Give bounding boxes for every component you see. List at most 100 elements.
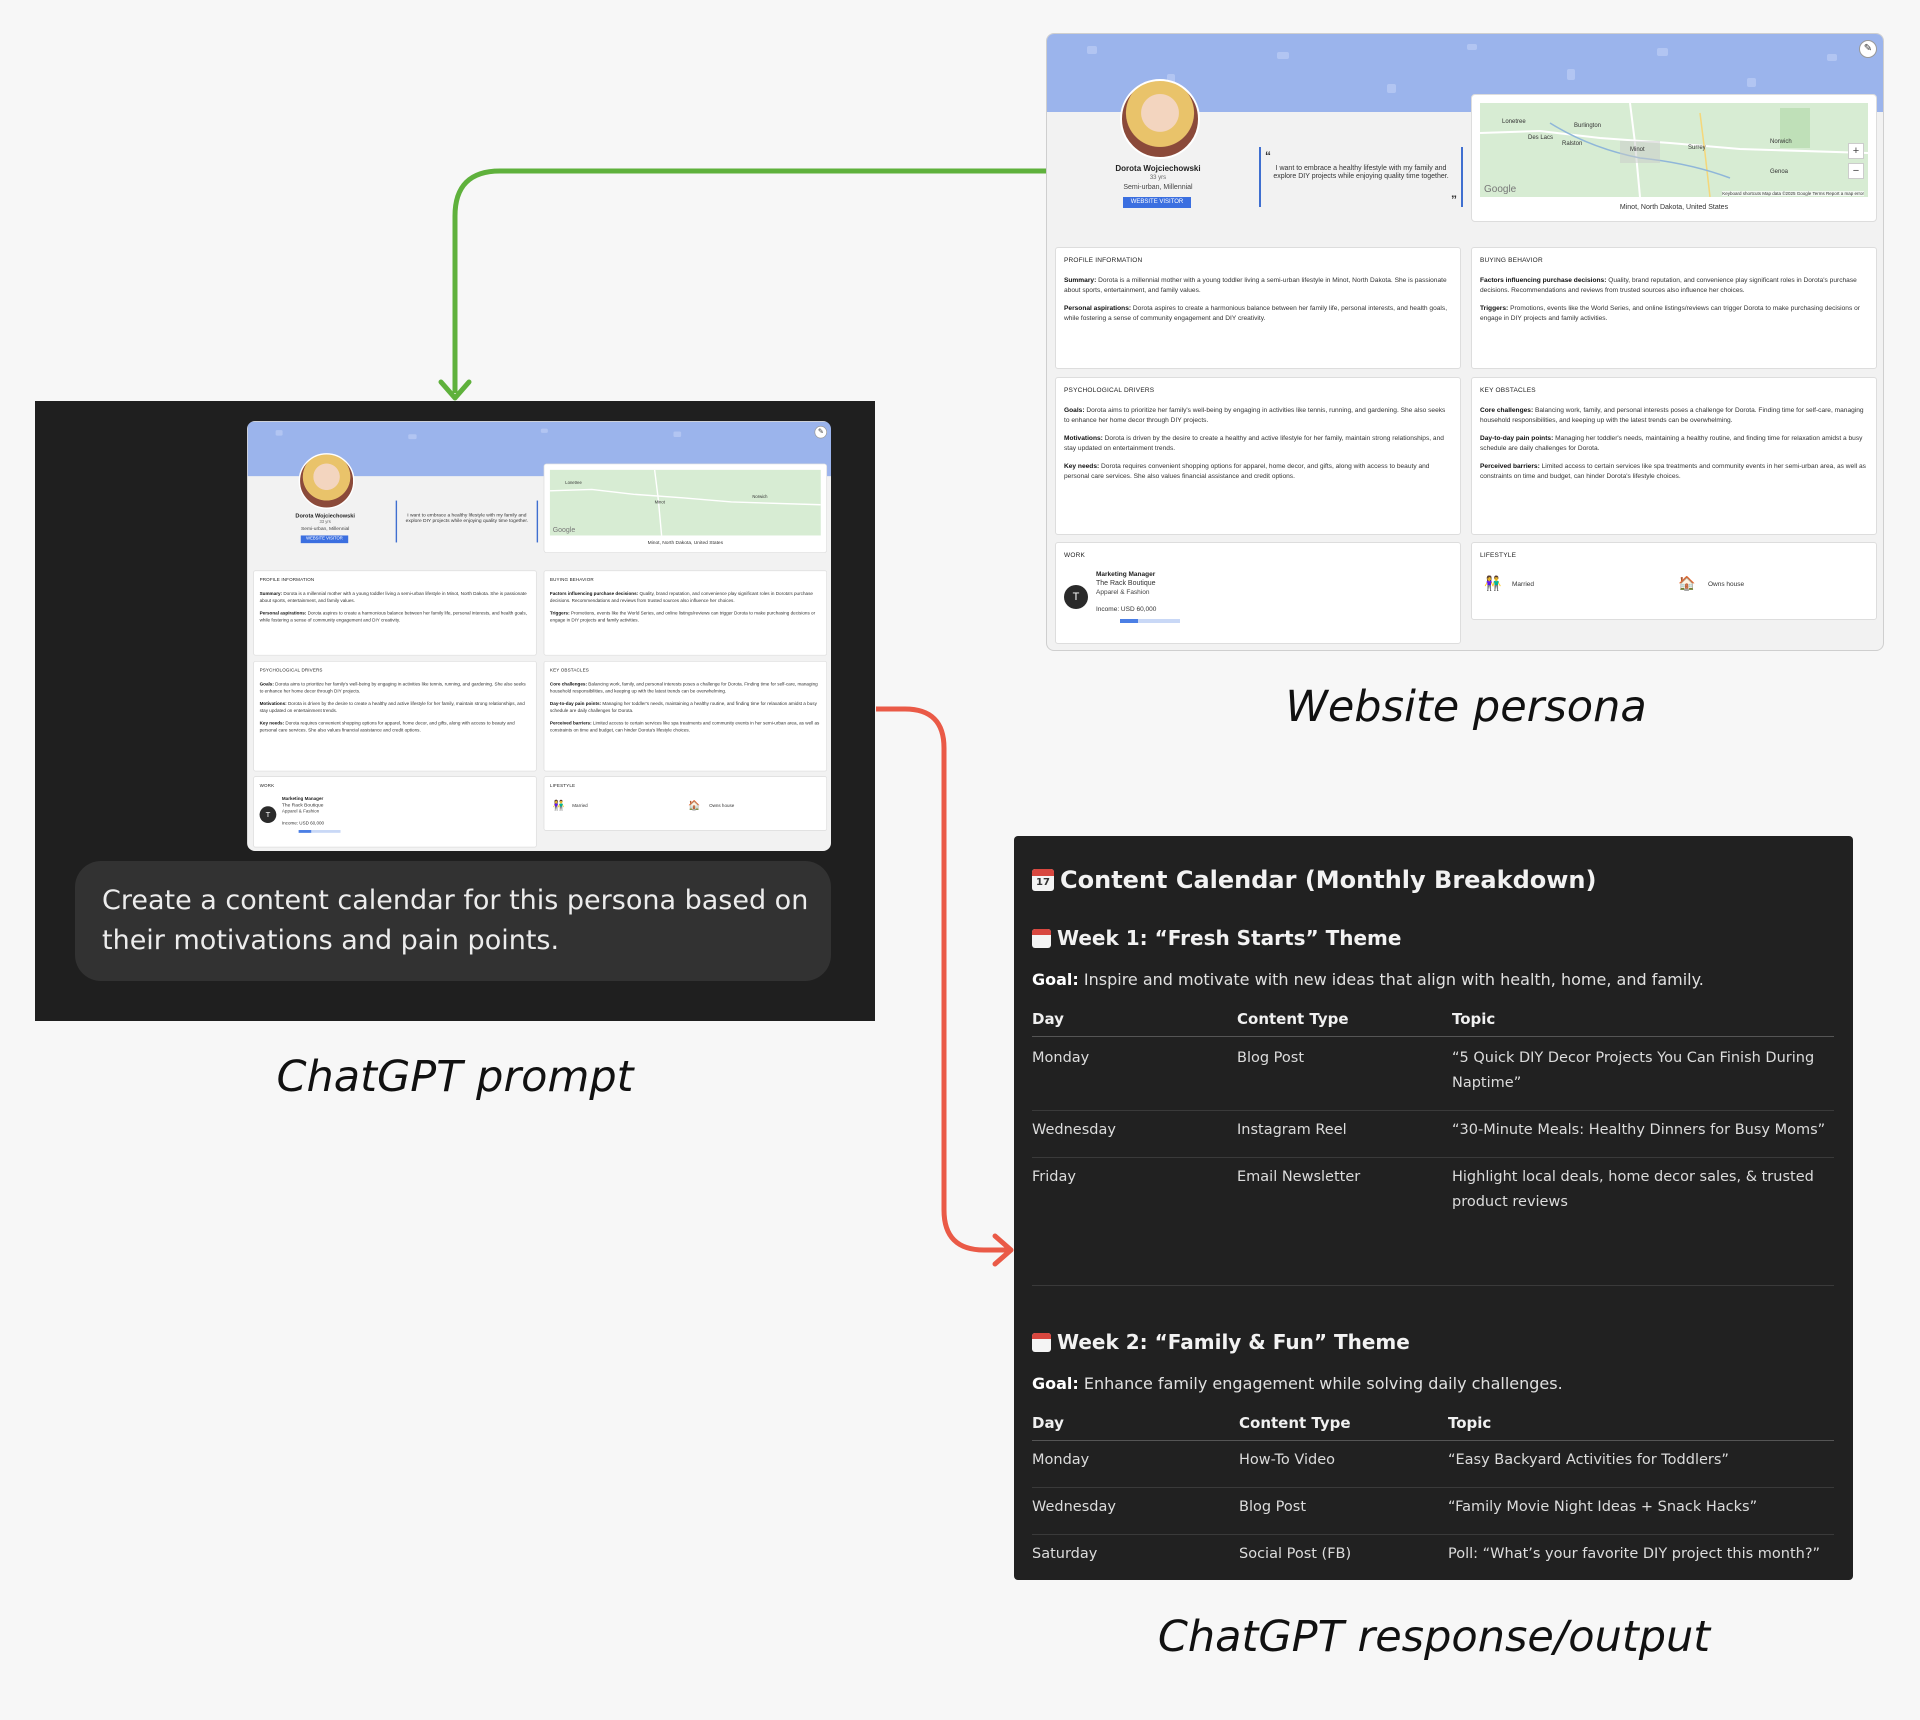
triggers-text: Promotions, events like the World Series… [1480, 305, 1860, 322]
persona-thumbnail-frame: ✎ Dorota Wojciechowski 33 yrs Semi-urban… [247, 421, 831, 851]
persona-location-tag: Semi-urban, Millennial [1123, 184, 1193, 191]
persona-age: 33 yrs [319, 520, 331, 525]
barriers-text: Limited access to certain services like … [1480, 463, 1866, 480]
map-town-minot: Minot [1630, 147, 1645, 153]
website-visitor-badge: WEBSITE VISITOR [300, 535, 349, 544]
prompt-message-bubble: Create a content calendar for this perso… [75, 861, 831, 981]
persona-location-tag: Semi-urban, Millennial [300, 526, 350, 532]
goal-label: Goal: [1032, 970, 1079, 989]
work-company: The Rack Boutique [281, 802, 324, 808]
edit-icon[interactable]: ✎ [1859, 40, 1877, 58]
section-title: LIFESTYLE [1480, 552, 1517, 559]
chatgpt-prompt-caption: ChatGPT prompt [276, 1052, 634, 1102]
map-town-burlington: Burlington [1574, 123, 1602, 129]
map-location-caption: Minot, North Dakota, United States [1619, 204, 1729, 211]
couple-icon: 👫 [1484, 575, 1502, 591]
zoom-in-button[interactable]: + [1848, 143, 1864, 159]
calendar-icon: 17 [1032, 869, 1054, 891]
married-label: Married [1512, 581, 1535, 588]
work-industry: Apparel & Fashion [1096, 589, 1150, 596]
motivations-text: Dorota is driven by the desire to create… [259, 701, 525, 714]
key-obstacles-section: KEY OBSTACLES Core challenges: Balancing… [543, 661, 828, 772]
summary-label: Summary [259, 591, 281, 597]
divider [1032, 1285, 1834, 1286]
motivations-label: Motivations [259, 701, 286, 707]
buying-behavior-section: BUYING BEHAVIOR Factors influencing purc… [1471, 247, 1877, 369]
persona-quote: I want to embrace a healthy lifestyle wi… [395, 500, 539, 543]
map-attribution[interactable]: Keyboard shortcuts Map data ©2025 Google… [1722, 191, 1864, 196]
owns-house-label: Owns house [1708, 581, 1745, 588]
week1-title-text: Week 1: “Fresh Starts” Theme [1057, 926, 1402, 950]
table-cell-topic: Poll: “What’s your favorite DIY project … [1448, 1546, 1821, 1562]
divider [1032, 1534, 1834, 1535]
green-connector-arrow [452, 168, 1046, 393]
divider [1032, 1110, 1834, 1111]
motivations-label: Motivations [1064, 435, 1101, 442]
table-cell-topic: “Easy Backyard Activities for Toddlers” [1448, 1452, 1729, 1468]
map-card: Lonetree Burlington Des Lacs Ralston Min… [1471, 94, 1877, 222]
close-quote-icon: ” [1451, 193, 1457, 207]
map-card: Lonetree Minot Norwich Google Minot, Nor… [543, 463, 828, 553]
section-title: KEY OBSTACLES [549, 668, 589, 673]
work-section: WORK T Marketing Manager The Rack Boutiq… [253, 776, 537, 848]
week1-goal: Goal: Inspire and motivate with new idea… [1032, 970, 1704, 989]
week1-header-content-type: Content Type [1237, 1010, 1349, 1028]
table-cell-day: Monday [1032, 1452, 1090, 1468]
section-title: BUYING BEHAVIOR [1480, 257, 1543, 264]
website-persona-caption: Website persona [1285, 682, 1647, 732]
tear-off-calendar-icon [1032, 1333, 1051, 1352]
table-cell-day: Friday [1032, 1169, 1076, 1185]
week1-title: Week 1: “Fresh Starts” Theme [1032, 926, 1401, 950]
map-roads [1480, 103, 1868, 197]
psychological-drivers-section: PSYCHOLOGICAL DRIVERS Goals: Dorota aims… [253, 661, 537, 772]
psychological-drivers-section: PSYCHOLOGICAL DRIVERS Goals: Dorota aims… [1055, 377, 1461, 535]
house-icon: 🏠 [1678, 575, 1696, 591]
table-cell-content-type: Blog Post [1237, 1050, 1304, 1066]
section-title: PROFILE INFORMATION [1064, 257, 1143, 264]
persona-age: 33 yrs [1149, 175, 1167, 181]
section-title: KEY OBSTACLES [1480, 387, 1536, 394]
summary-label: Summary [1064, 277, 1095, 284]
persona-avatar [298, 453, 355, 509]
income-bar-fill [1120, 619, 1138, 623]
profile-information-section: PROFILE INFORMATION Summary: Dorota is a… [253, 570, 537, 656]
goals-label: Goals [1064, 407, 1083, 414]
map[interactable]: Lonetree Minot Norwich Google [549, 469, 821, 536]
goal-label: Goal: [1032, 1374, 1079, 1393]
aspirations-label: Personal aspirations [259, 610, 305, 616]
work-company: The Rack Boutique [1096, 580, 1156, 587]
google-logo: Google [552, 526, 576, 535]
divider [1032, 1157, 1834, 1158]
core-text: Balancing work, family, and personal int… [1480, 407, 1864, 424]
section-title: PSYCHOLOGICAL DRIVERS [1064, 387, 1155, 394]
week2-header-day: Day [1032, 1414, 1064, 1432]
divider [1032, 1440, 1834, 1441]
map-town-norwich: Norwich [752, 494, 768, 500]
aspirations-text: Dorota aspires to create a harmonious ba… [259, 610, 527, 623]
goal-text: Enhance family engagement while solving … [1078, 1374, 1563, 1393]
zoom-out-button[interactable]: − [1848, 163, 1864, 179]
company-avatar: T [259, 806, 277, 824]
week1-header-day: Day [1032, 1010, 1064, 1028]
table-cell-content-type: Blog Post [1239, 1499, 1306, 1515]
edit-icon[interactable]: ✎ [814, 425, 828, 439]
map[interactable]: Lonetree Burlington Des Lacs Ralston Min… [1480, 103, 1868, 197]
chatgpt-response-panel: 17 Content Calendar (Monthly Breakdown) W… [1014, 836, 1853, 1580]
map-roads [549, 469, 821, 536]
married-label: Married [572, 803, 588, 809]
summary-text: Dorota is a millennial mother with a you… [1064, 277, 1447, 294]
aspirations-text: Dorota aspires to create a harmonious ba… [1064, 305, 1448, 322]
response-title-text: Content Calendar (Monthly Breakdown) [1060, 866, 1597, 894]
website-visitor-badge: WEBSITE VISITOR [1123, 197, 1191, 208]
motivations-text: Dorota is driven by the desire to create… [1064, 435, 1444, 452]
chatgpt-response-caption: ChatGPT response/output [1157, 1612, 1711, 1662]
barriers-label: Perceived barriers [549, 721, 591, 727]
tear-off-calendar-icon [1032, 929, 1051, 948]
goals-text: Dorota aims to prioritize her family's w… [1064, 407, 1446, 424]
table-cell-content-type: Social Post (FB) [1239, 1546, 1352, 1562]
table-cell-content-type: Instagram Reel [1237, 1122, 1347, 1138]
house-icon: 🏠 [688, 799, 701, 811]
week2-title-text: Week 2: “Family & Fun” Theme [1057, 1330, 1410, 1354]
table-cell-topic: “Family Movie Night Ideas + Snack Hacks” [1448, 1499, 1758, 1515]
